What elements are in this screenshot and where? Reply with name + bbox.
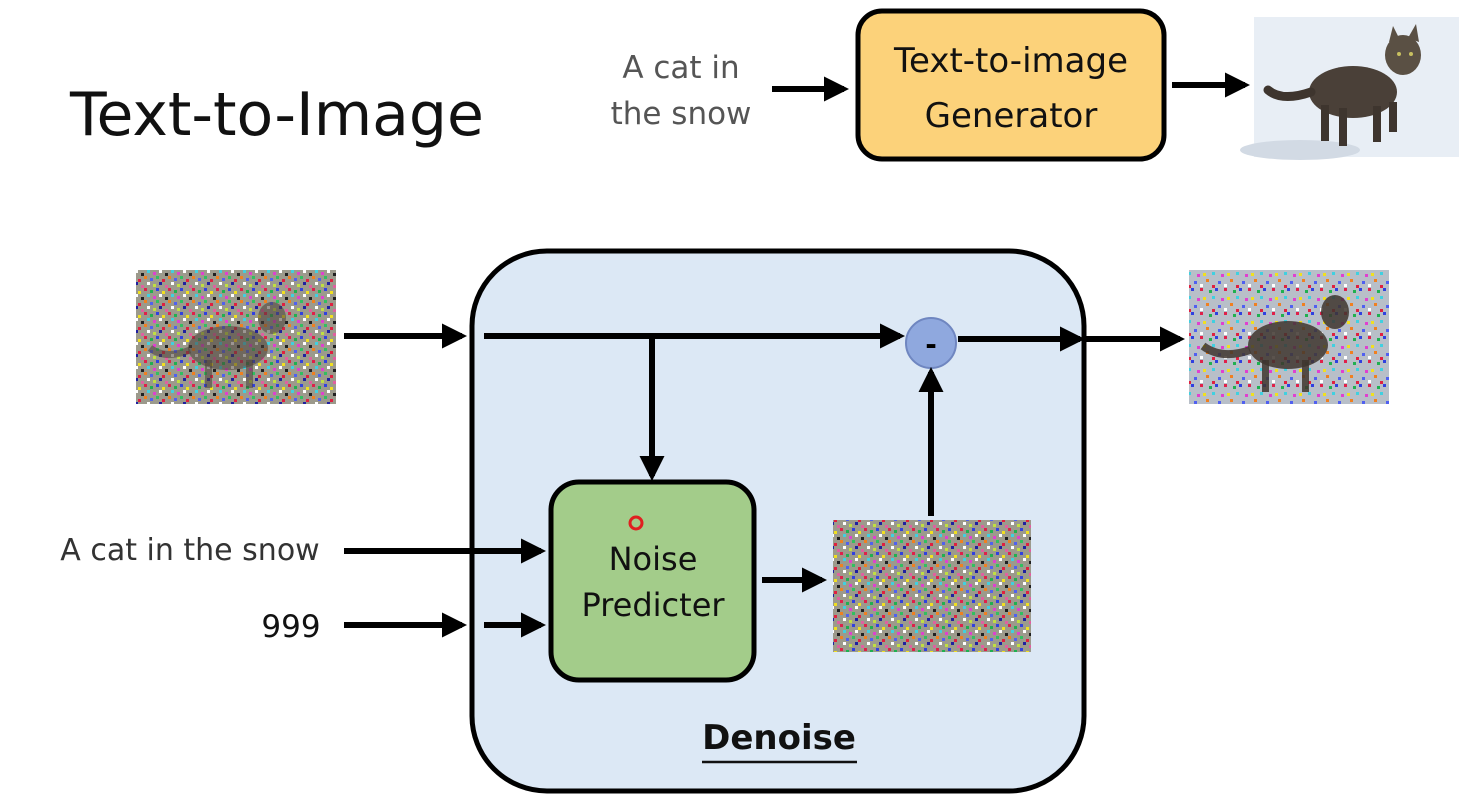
denoise-label: Denoise (702, 718, 856, 758)
slide-title: Text-to-Image (69, 80, 484, 150)
noise-predicter-box (548, 479, 757, 683)
cat-photo-image (1240, 17, 1459, 160)
step-number-text: 999 (261, 609, 320, 645)
generator-label-line1: Text-to-image (893, 41, 1128, 81)
predicter-label-line2: Predicter (581, 586, 725, 624)
top-flow: A cat in the snow Text-to-image Generato… (611, 8, 1459, 162)
top-prompt-line2: the snow (611, 96, 752, 132)
predicter-label-line1: Noise (609, 540, 698, 578)
output-noisy-cat-image (1189, 270, 1389, 404)
subtract-symbol: - (925, 328, 937, 361)
generator-label-line2: Generator (925, 96, 1098, 136)
generator-box (855, 8, 1167, 162)
denoise-prompt-text: A cat in the snow (60, 533, 319, 568)
denoise-block: - Noise Predicter A cat in the snow 999 (60, 248, 1389, 794)
predicted-noise-image (833, 520, 1031, 652)
noisy-input-image (136, 270, 336, 404)
cursor-indicator-icon (628, 515, 644, 531)
top-prompt-line1: A cat in (622, 50, 739, 86)
